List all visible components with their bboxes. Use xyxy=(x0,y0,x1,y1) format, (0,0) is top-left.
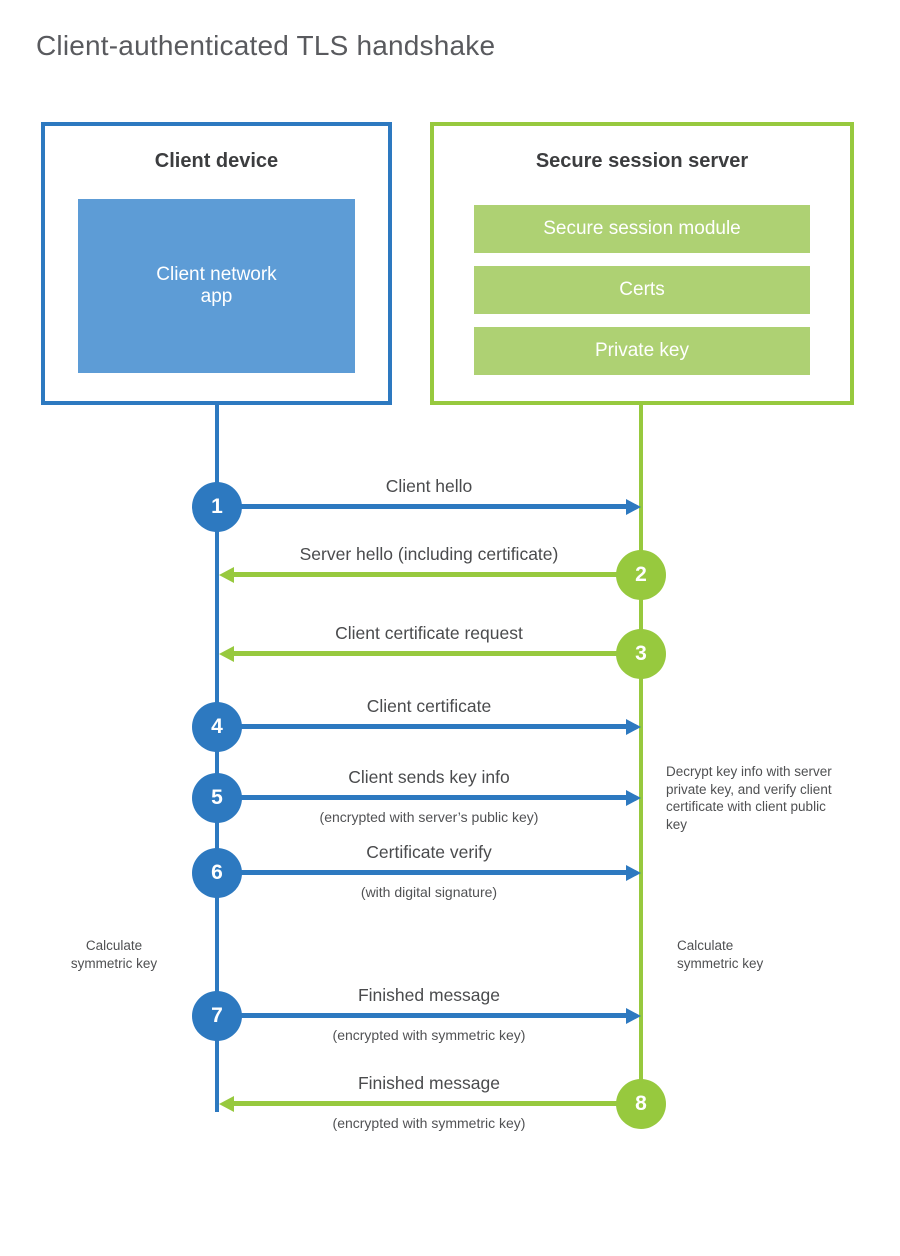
message-7-arrowhead xyxy=(626,1008,641,1024)
message-1-arrowhead xyxy=(626,499,641,515)
message-4-label: Client certificate xyxy=(366,696,492,716)
secure-session-module-bar: Secure session module xyxy=(474,205,810,253)
step-1-circle: 1 xyxy=(192,482,242,532)
message-8-label: Finished message xyxy=(357,1073,501,1093)
decrypt-note: Decrypt key info with server private key… xyxy=(666,764,832,832)
message-7-sublabel: (encrypted with symmetric key) xyxy=(332,1027,526,1043)
message-8-arrowhead xyxy=(219,1096,234,1112)
private-key-bar: Private key xyxy=(474,327,810,375)
step-7-circle: 7 xyxy=(192,991,242,1041)
message-4-arrowhead xyxy=(626,719,641,735)
page-title: Client-authenticated TLS handshake xyxy=(36,30,496,61)
message-3-label: Client certificate request xyxy=(335,623,523,643)
server-lifeline xyxy=(639,404,643,1104)
message-7-arrow-line xyxy=(239,1013,626,1018)
certs-bar: Certs xyxy=(474,266,810,314)
message-6-sublabel: (with digital signature) xyxy=(360,884,498,900)
client-network-app-module: Client network app xyxy=(78,199,355,373)
step-5-circle: 5 xyxy=(192,773,242,823)
message-2-label: Server hello (including certificate) xyxy=(299,544,559,564)
secure-session-server-title: Secure session server xyxy=(535,150,749,172)
message-8-sublabel: (encrypted with symmetric key) xyxy=(332,1115,526,1131)
message-5-sublabel: (encrypted with server’s public key) xyxy=(319,809,539,825)
client-device-box: Client device Client network app xyxy=(41,122,392,405)
calculate-symmetric-key-left: Calculate symmetric key xyxy=(70,938,158,971)
message-1-arrow-line xyxy=(239,504,626,509)
step-8-circle: 8 xyxy=(616,1079,666,1129)
message-6-arrowhead xyxy=(626,865,641,881)
step-2-circle: 2 xyxy=(616,550,666,600)
message-4-arrow-line xyxy=(239,724,626,729)
client-device-title: Client device xyxy=(154,150,279,172)
message-1-label: Client hello xyxy=(385,476,473,496)
message-6-arrow-line xyxy=(239,870,626,875)
secure-session-server-box: Secure session server Secure session mod… xyxy=(430,122,854,405)
step-3-circle: 3 xyxy=(616,629,666,679)
client-lifeline xyxy=(215,404,219,1112)
message-7-label: Finished message xyxy=(357,985,501,1005)
message-2-arrowhead xyxy=(219,567,234,583)
calculate-symmetric-key-right: Calculate symmetric key xyxy=(677,938,764,971)
message-2-arrow-line xyxy=(234,572,619,577)
message-8-arrow-line xyxy=(234,1101,619,1106)
step-4-circle: 4 xyxy=(192,702,242,752)
message-5-arrowhead xyxy=(626,790,641,806)
step-6-circle: 6 xyxy=(192,848,242,898)
message-5-label: Client sends key info xyxy=(348,767,510,787)
message-3-arrow-line xyxy=(234,651,619,656)
message-5-arrow-line xyxy=(239,795,626,800)
message-3-arrowhead xyxy=(219,646,234,662)
message-6-label: Certificate verify xyxy=(366,842,492,862)
